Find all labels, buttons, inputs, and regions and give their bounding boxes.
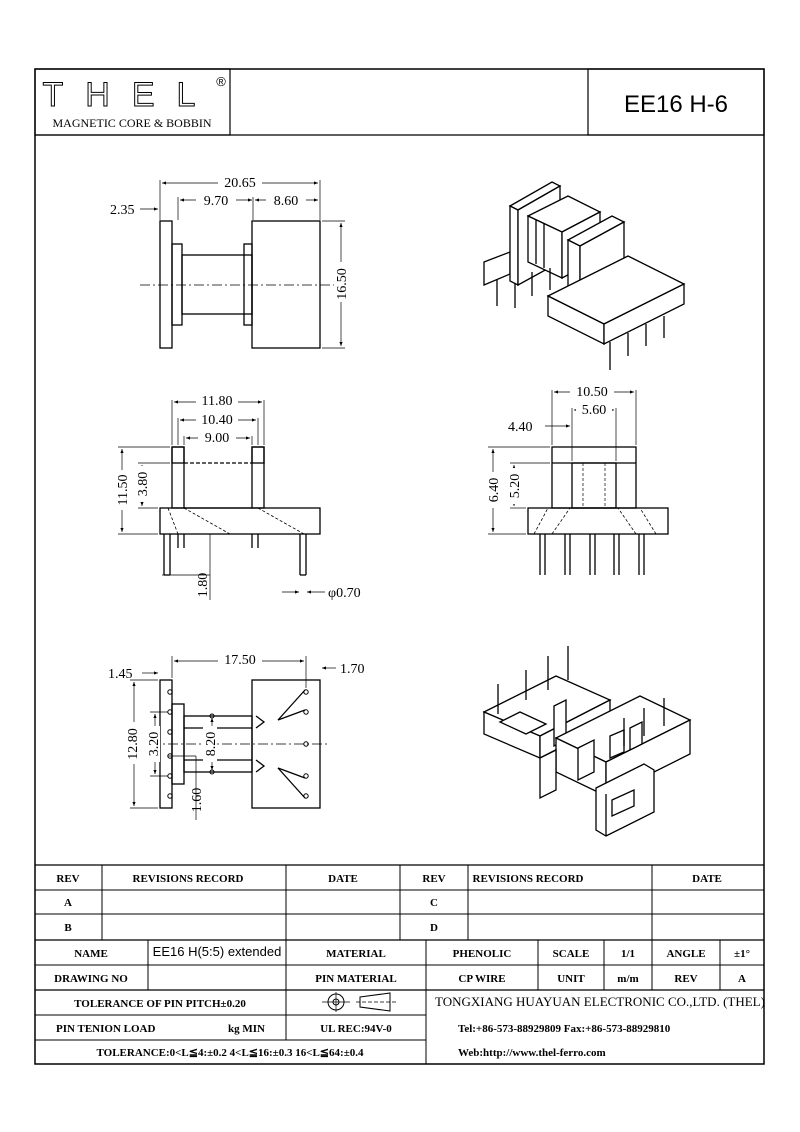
name-value: EE16 H(5:5) extended: [153, 944, 282, 959]
dim-outer-width: 10.50: [576, 385, 608, 400]
dim-pin-spacing: 1.60: [190, 788, 205, 813]
scale-label: SCALE: [553, 948, 590, 960]
dim-row-pitch: 3.20: [147, 732, 162, 757]
dim-total-height: 12.80: [126, 728, 141, 760]
dim-overall-width: 20.65: [224, 176, 256, 191]
dim-inner-width: 10.40: [201, 413, 233, 428]
material-value: PHENOLIC: [453, 948, 512, 960]
angle-value: ±1°: [734, 948, 750, 960]
isometric-view-top: [483, 181, 686, 370]
dim-flange-thickness: 2.35: [110, 203, 135, 218]
rev-row-a: A: [64, 897, 72, 909]
sheet-border: [34, 68, 765, 1065]
scale-value: 1/1: [621, 948, 635, 960]
dim-winding-width: 9.00: [205, 431, 230, 446]
logo-block: THEL ® MAGNETIC CORE & BOBBIN: [34, 68, 231, 136]
date-header-right: DATE: [692, 873, 722, 885]
website: Web:http://www.thel-ferro.com: [458, 1047, 606, 1059]
dim-overall-height: 11.50: [116, 475, 131, 506]
drawing-no-label: DRAWING NO: [54, 973, 128, 985]
part-number-block: EE16 H-6: [587, 68, 765, 136]
dim-pin-block-length: 8.60: [274, 194, 299, 209]
rev-row-d: D: [430, 922, 438, 934]
material-label: MATERIAL: [326, 948, 386, 960]
isometric-view-bottom: [482, 646, 692, 837]
date-header-left: DATE: [328, 873, 358, 885]
name-label: NAME: [74, 948, 108, 960]
top-view: [140, 180, 345, 349]
rev-row-c: C: [430, 897, 438, 909]
rev-header-left: REV: [56, 873, 79, 885]
dim-inner-span: 8.20: [204, 732, 219, 757]
dim-height: 16.50: [335, 268, 350, 300]
tel-fax: Tel:+86-573-88929809 Fax:+86-573-8892981…: [458, 1023, 671, 1035]
revisions-table: [35, 864, 764, 941]
rev-header-right: REV: [422, 873, 445, 885]
tolerance-note: TOLERANCE:0<L≦4:±0.2 4<L≦16:±0.3 16<L≦64…: [97, 1047, 364, 1059]
dim-flange-width: 11.80: [202, 394, 233, 409]
registered-mark: ®: [216, 74, 226, 89]
dim-offset: 4.40: [508, 420, 533, 435]
dim-left-edge: 1.45: [108, 667, 133, 682]
pin-tension-label: PIN TENION LOAD: [56, 1023, 155, 1035]
pin-pitch-tolerance: TOLERANCE OF PIN PITCH±0.20: [74, 998, 246, 1010]
unit-label: UNIT: [557, 973, 585, 985]
revisions-record-header-right: REVISIONS RECORD: [473, 873, 584, 885]
logo-wordmark: THEL: [43, 76, 218, 114]
pin-tension-unit: kg MIN: [228, 1023, 265, 1035]
dim-right-edge: 1.70: [340, 662, 365, 677]
dim-outer-height: 6.40: [487, 478, 502, 503]
rev-value: A: [738, 973, 746, 985]
pin-material-value: CP WIRE: [458, 973, 505, 985]
company-tagline: MAGNETIC CORE & BOBBIN: [52, 116, 211, 130]
company-name: TONGXIANG HUAYUAN ELECTRONIC CO.,LTD. (T…: [435, 994, 765, 1009]
title-block: [35, 940, 764, 1064]
pin-material-label: PIN MATERIAL: [315, 973, 396, 985]
dim-center-height: 5.20: [508, 474, 523, 499]
bottom-view: [130, 656, 336, 820]
rev-label: REV: [674, 973, 697, 985]
ul-rec: UL REC:94V-0: [320, 1023, 392, 1035]
part-number: EE16 H-6: [624, 91, 728, 118]
rev-row-b: B: [64, 922, 72, 934]
dim-winding-height: 3.80: [136, 472, 151, 497]
angle-label: ANGLE: [666, 948, 705, 960]
dim-center-width: 5.60: [582, 403, 607, 418]
revisions-record-header-left: REVISIONS RECORD: [133, 873, 244, 885]
dim-pin-diameter: φ0.70: [328, 586, 361, 601]
dim-pin-protrusion: 1.80: [196, 573, 211, 598]
dim-pin-span: 17.50: [224, 653, 256, 668]
dim-core-length: 9.70: [204, 194, 229, 209]
front-view: [488, 390, 669, 575]
unit-value: m/m: [617, 973, 638, 985]
